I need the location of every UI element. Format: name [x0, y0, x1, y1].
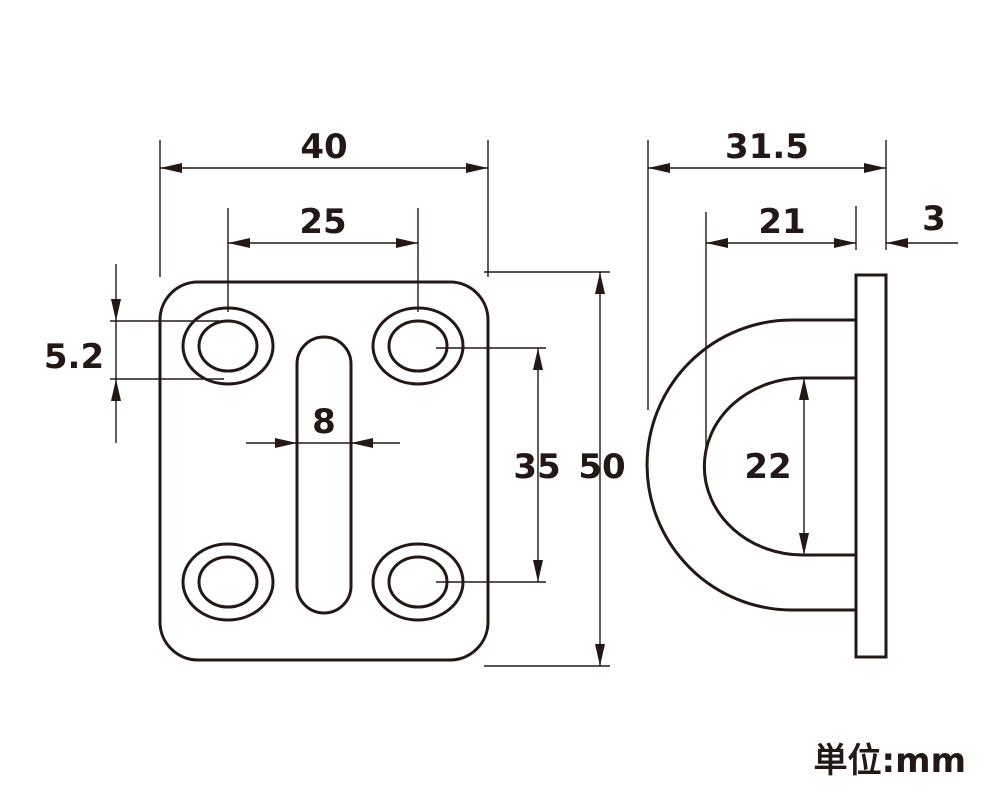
base-plate-outline — [158, 280, 490, 662]
side-view — [645, 273, 888, 659]
eye-loop-inner — [702, 376, 856, 557]
unit-label: 単位:mm — [814, 741, 966, 781]
eye-loop-outer — [645, 318, 856, 612]
mounting-hole-top-right — [371, 306, 465, 386]
dim-side-depth: 31.5 — [725, 127, 809, 167]
dim-slot-width: 8 — [312, 402, 336, 442]
side-dimension-lines — [648, 163, 958, 555]
dim-loop-inner: 22 — [744, 447, 791, 487]
mounting-hole-bottom-left — [181, 542, 275, 622]
front-dimension-lines — [111, 163, 605, 666]
dim-hole-spacing-v: 35 — [513, 447, 560, 487]
dim-hole-diameter: 5.2 — [44, 337, 104, 377]
side-plate — [854, 273, 888, 659]
front-view — [158, 280, 490, 662]
dim-hole-spacing-h: 25 — [299, 202, 346, 242]
side-extension-lines — [647, 140, 887, 448]
center-slot — [295, 335, 353, 615]
dim-plate-height: 50 — [578, 447, 625, 487]
mounting-hole-top-left — [181, 306, 275, 386]
front-extension-lines — [110, 140, 610, 667]
dim-plate-width: 40 — [300, 127, 347, 167]
dim-loop-depth: 21 — [758, 202, 805, 242]
dim-plate-thickness: 3 — [922, 199, 946, 239]
